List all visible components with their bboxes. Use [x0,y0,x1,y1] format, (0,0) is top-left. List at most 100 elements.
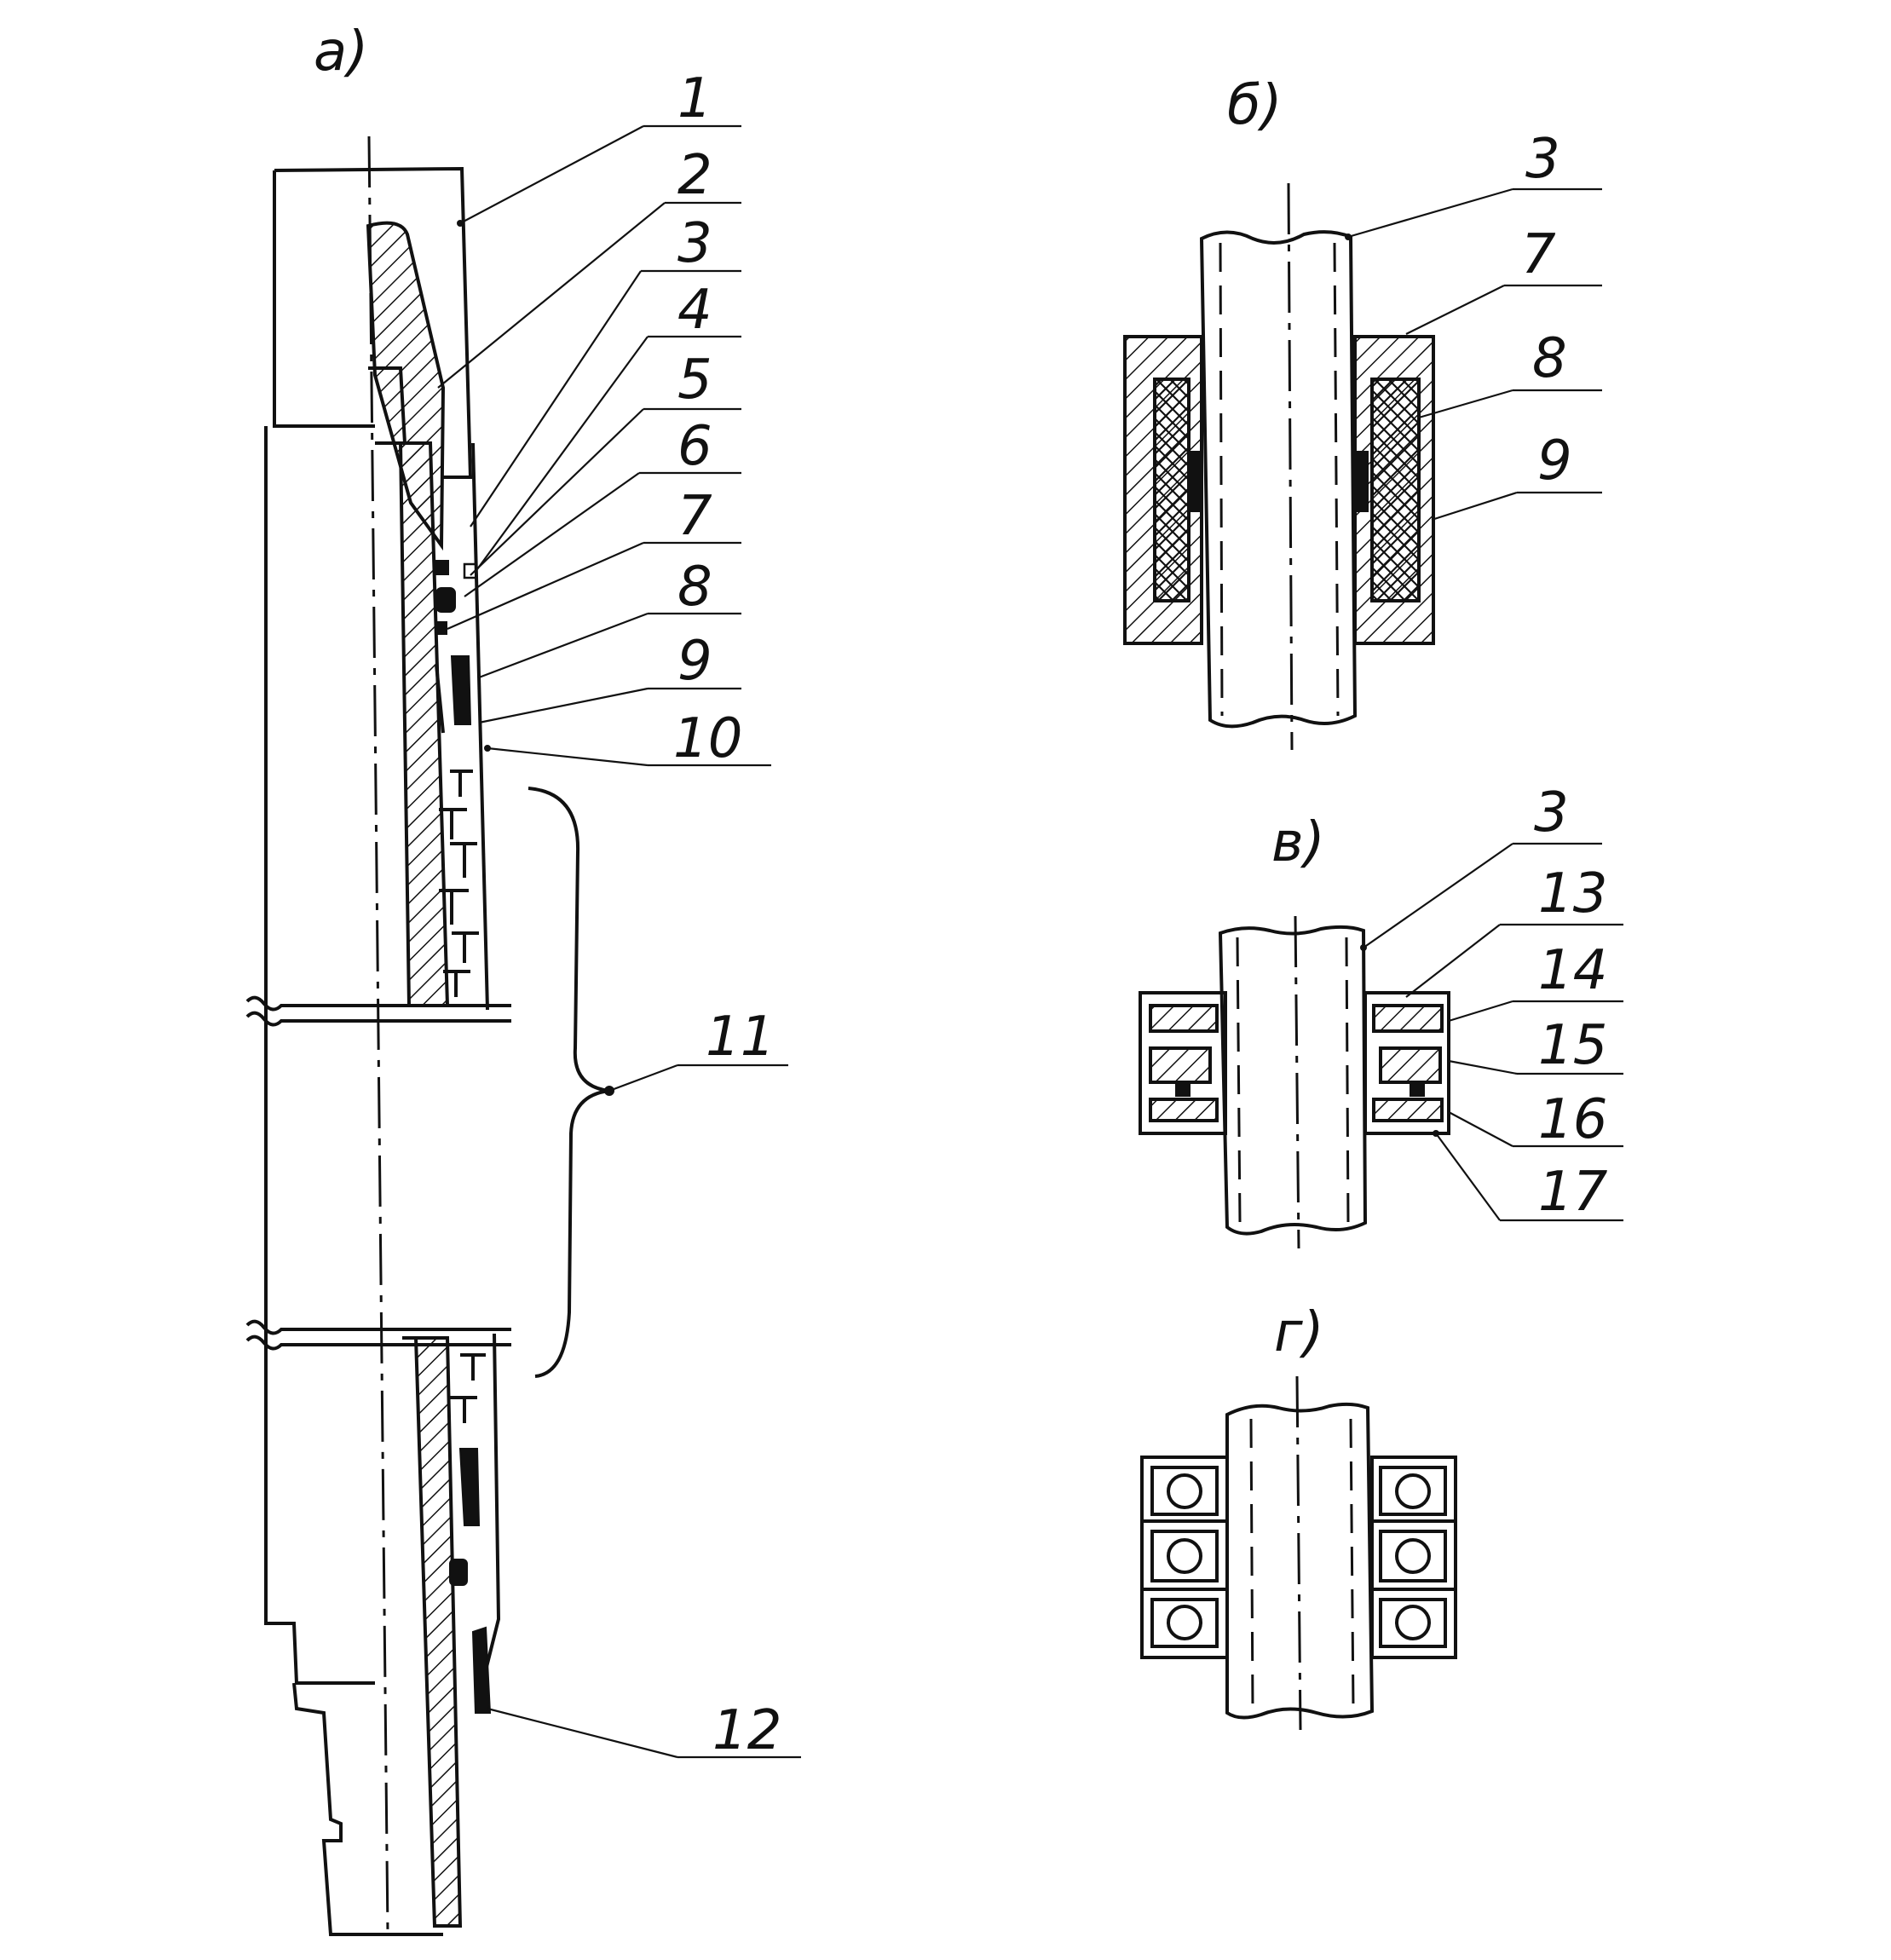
ball-left-1 [1167,1473,1202,1509]
svg-text:15: 15 [1538,1014,1607,1077]
mandrel-lower [413,1336,463,1928]
axis-b [1287,182,1294,751]
callout-a-6: 6 [464,415,741,597]
ball-left-3 [1167,1605,1202,1640]
callout-v-13: 13 [1405,862,1623,998]
head-outline [274,166,473,479]
callout-v-3: 3 [1360,781,1602,951]
callout-b-3: 3 [1345,128,1602,240]
segment-steps-lower [450,1353,486,1423]
shaft-v [1218,925,1368,1236]
shaft-b-bore-right [1333,242,1340,717]
svg-text:9: 9 [677,630,712,693]
body-left-outline [264,426,375,1685]
body-bottom-outline [292,1682,443,1936]
ring-v-left-mid [1149,1046,1212,1084]
svg-text:3: 3 [1534,781,1569,845]
svg-text:8: 8 [677,556,712,619]
housing-v-left [1139,991,1227,1135]
break-line-1a [245,995,511,1012]
lower-packing [458,1448,481,1526]
gap-b-left [1188,451,1202,512]
svg-text:7: 7 [677,485,712,548]
ring-v-left-bot [1149,1098,1219,1122]
svg-text:14: 14 [1538,939,1607,1002]
ring-v-left-top [1149,1004,1219,1033]
callout-v-15: 15 [1448,1014,1623,1077]
bearing-left-1 [1150,1466,1219,1516]
ball-v-right [1410,1081,1425,1097]
axis-g [1295,1375,1302,1731]
svg-text:8: 8 [1532,327,1567,390]
seal-5 [463,562,478,579]
shaft-v-bore-left [1236,937,1242,1224]
brace-11 [528,787,610,1378]
bearing-right-3 [1379,1598,1447,1648]
svg-text:13: 13 [1538,862,1607,925]
segment-steps-upper [439,770,479,997]
break-line-2a [245,1319,511,1335]
view-v: в) [1139,811,1450,1249]
bearing-left-2 [1150,1530,1219,1582]
bearing-stack-left [1140,1456,1229,1659]
ball-right-1 [1395,1473,1431,1509]
view-label-a: а) [314,20,368,84]
callout-a-12: 12 [487,1699,801,1762]
callout-a-3: 3 [470,212,741,527]
callout-a-11: 11 [604,1006,788,1096]
view-b: б) [1123,74,1435,751]
housing-v-right [1363,991,1450,1135]
break-line-1b [245,1011,511,1027]
head-left-outline [273,170,375,428]
ball-left-2 [1167,1538,1202,1574]
anchor-12 [471,1626,492,1714]
callouts-b: 3 7 8 9 [1345,128,1602,522]
view-label-g: г) [1274,1301,1324,1364]
slip-notch [368,366,407,445]
svg-text:6: 6 [677,415,712,478]
callout-a-10: 10 [484,707,771,770]
ball-right-2 [1395,1538,1431,1574]
callouts-v: 3 13 14 15 16 17 [1360,781,1623,1224]
svg-text:12: 12 [712,1699,781,1762]
seal-6 [435,587,456,613]
ring-7 [437,621,447,635]
callout-b-9: 9 [1431,429,1602,522]
shaft-g-bore-right [1349,1418,1355,1709]
lower-seal [449,1559,468,1586]
svg-text:7: 7 [1521,223,1556,286]
svg-text:11: 11 [706,1006,775,1069]
axis-v [1294,915,1300,1249]
shaft-g-bore-left [1249,1418,1254,1709]
svg-text:3: 3 [677,212,712,275]
svg-text:9: 9 [1537,429,1572,493]
insert-b-right [1370,378,1421,602]
shaft-g [1225,1402,1375,1720]
view-a: а) [245,20,610,1936]
callout-a-4: 4 [476,279,741,570]
callout-a-8: 8 [478,556,741,679]
ball-right-3 [1395,1605,1431,1640]
svg-text:5: 5 [677,349,712,412]
svg-text:4: 4 [677,279,712,342]
ball-v-left [1175,1081,1191,1097]
callout-a-2: 2 [437,144,741,389]
packing-8 [450,655,472,725]
callout-a-5: 5 [470,349,741,576]
gap-b-right [1354,451,1369,512]
callout-a-9: 9 [478,630,741,724]
svg-text:1: 1 [677,67,712,130]
callout-b-7: 7 [1405,223,1602,335]
callout-v-17: 17 [1433,1130,1623,1224]
svg-text:10: 10 [673,707,742,770]
shaft-b-bore-left [1219,242,1224,717]
shaft-b [1199,230,1358,729]
shaft-v-bore-right [1345,937,1350,1224]
body-right-outline-upper [471,442,489,1011]
view-label-v: в) [1271,811,1325,874]
callout-v-14: 14 [1448,939,1623,1023]
view-g: г) [1140,1301,1457,1731]
ring-v-right-top [1372,1004,1444,1033]
svg-text:16: 16 [1538,1088,1607,1151]
